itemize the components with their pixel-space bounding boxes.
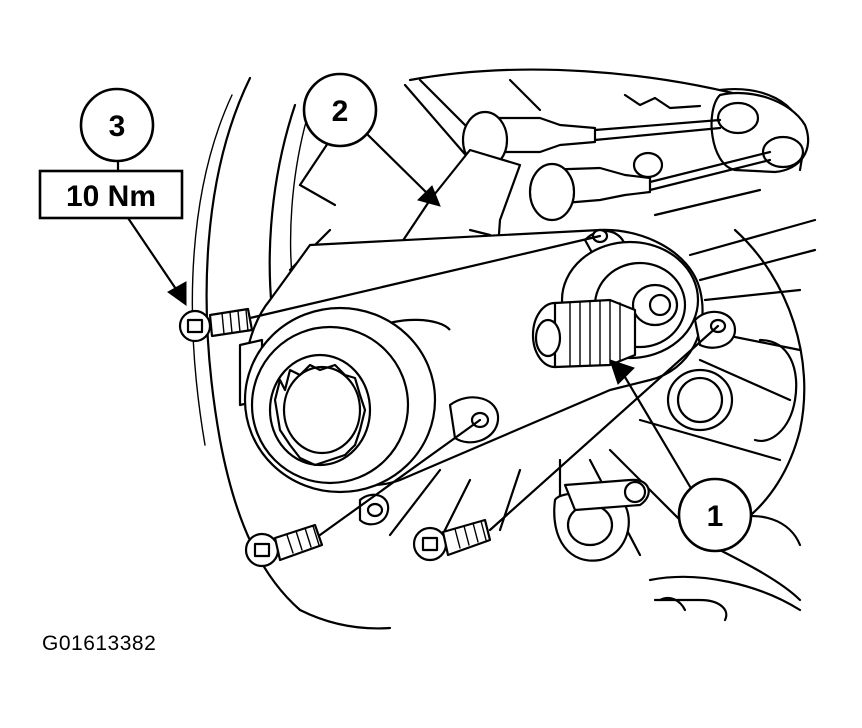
callout-2-leader (366, 133, 441, 207)
input-shaft (531, 298, 637, 369)
bolt-bottom-left (244, 523, 324, 568)
bolt-bottom-middle (412, 518, 492, 562)
bolt-top-left (178, 307, 254, 343)
torque-spec: 10 Nm (38, 169, 184, 220)
torque-value: 10 Nm (66, 180, 156, 213)
callout-1-leader (609, 359, 694, 492)
figure-id: G01613382 (42, 632, 157, 655)
slave-cylinder-body (238, 228, 737, 526)
callout-1: 1 (677, 477, 753, 553)
callout-2-label: 2 (332, 95, 349, 128)
callout-3: 3 (79, 87, 155, 163)
mounting-boss (632, 91, 810, 179)
callout-1-label: 1 (707, 500, 724, 533)
alignment-lines (248, 234, 720, 537)
port-fittings (553, 338, 802, 562)
callout-2: 2 (302, 72, 378, 148)
callout-3-label: 3 (109, 110, 126, 143)
